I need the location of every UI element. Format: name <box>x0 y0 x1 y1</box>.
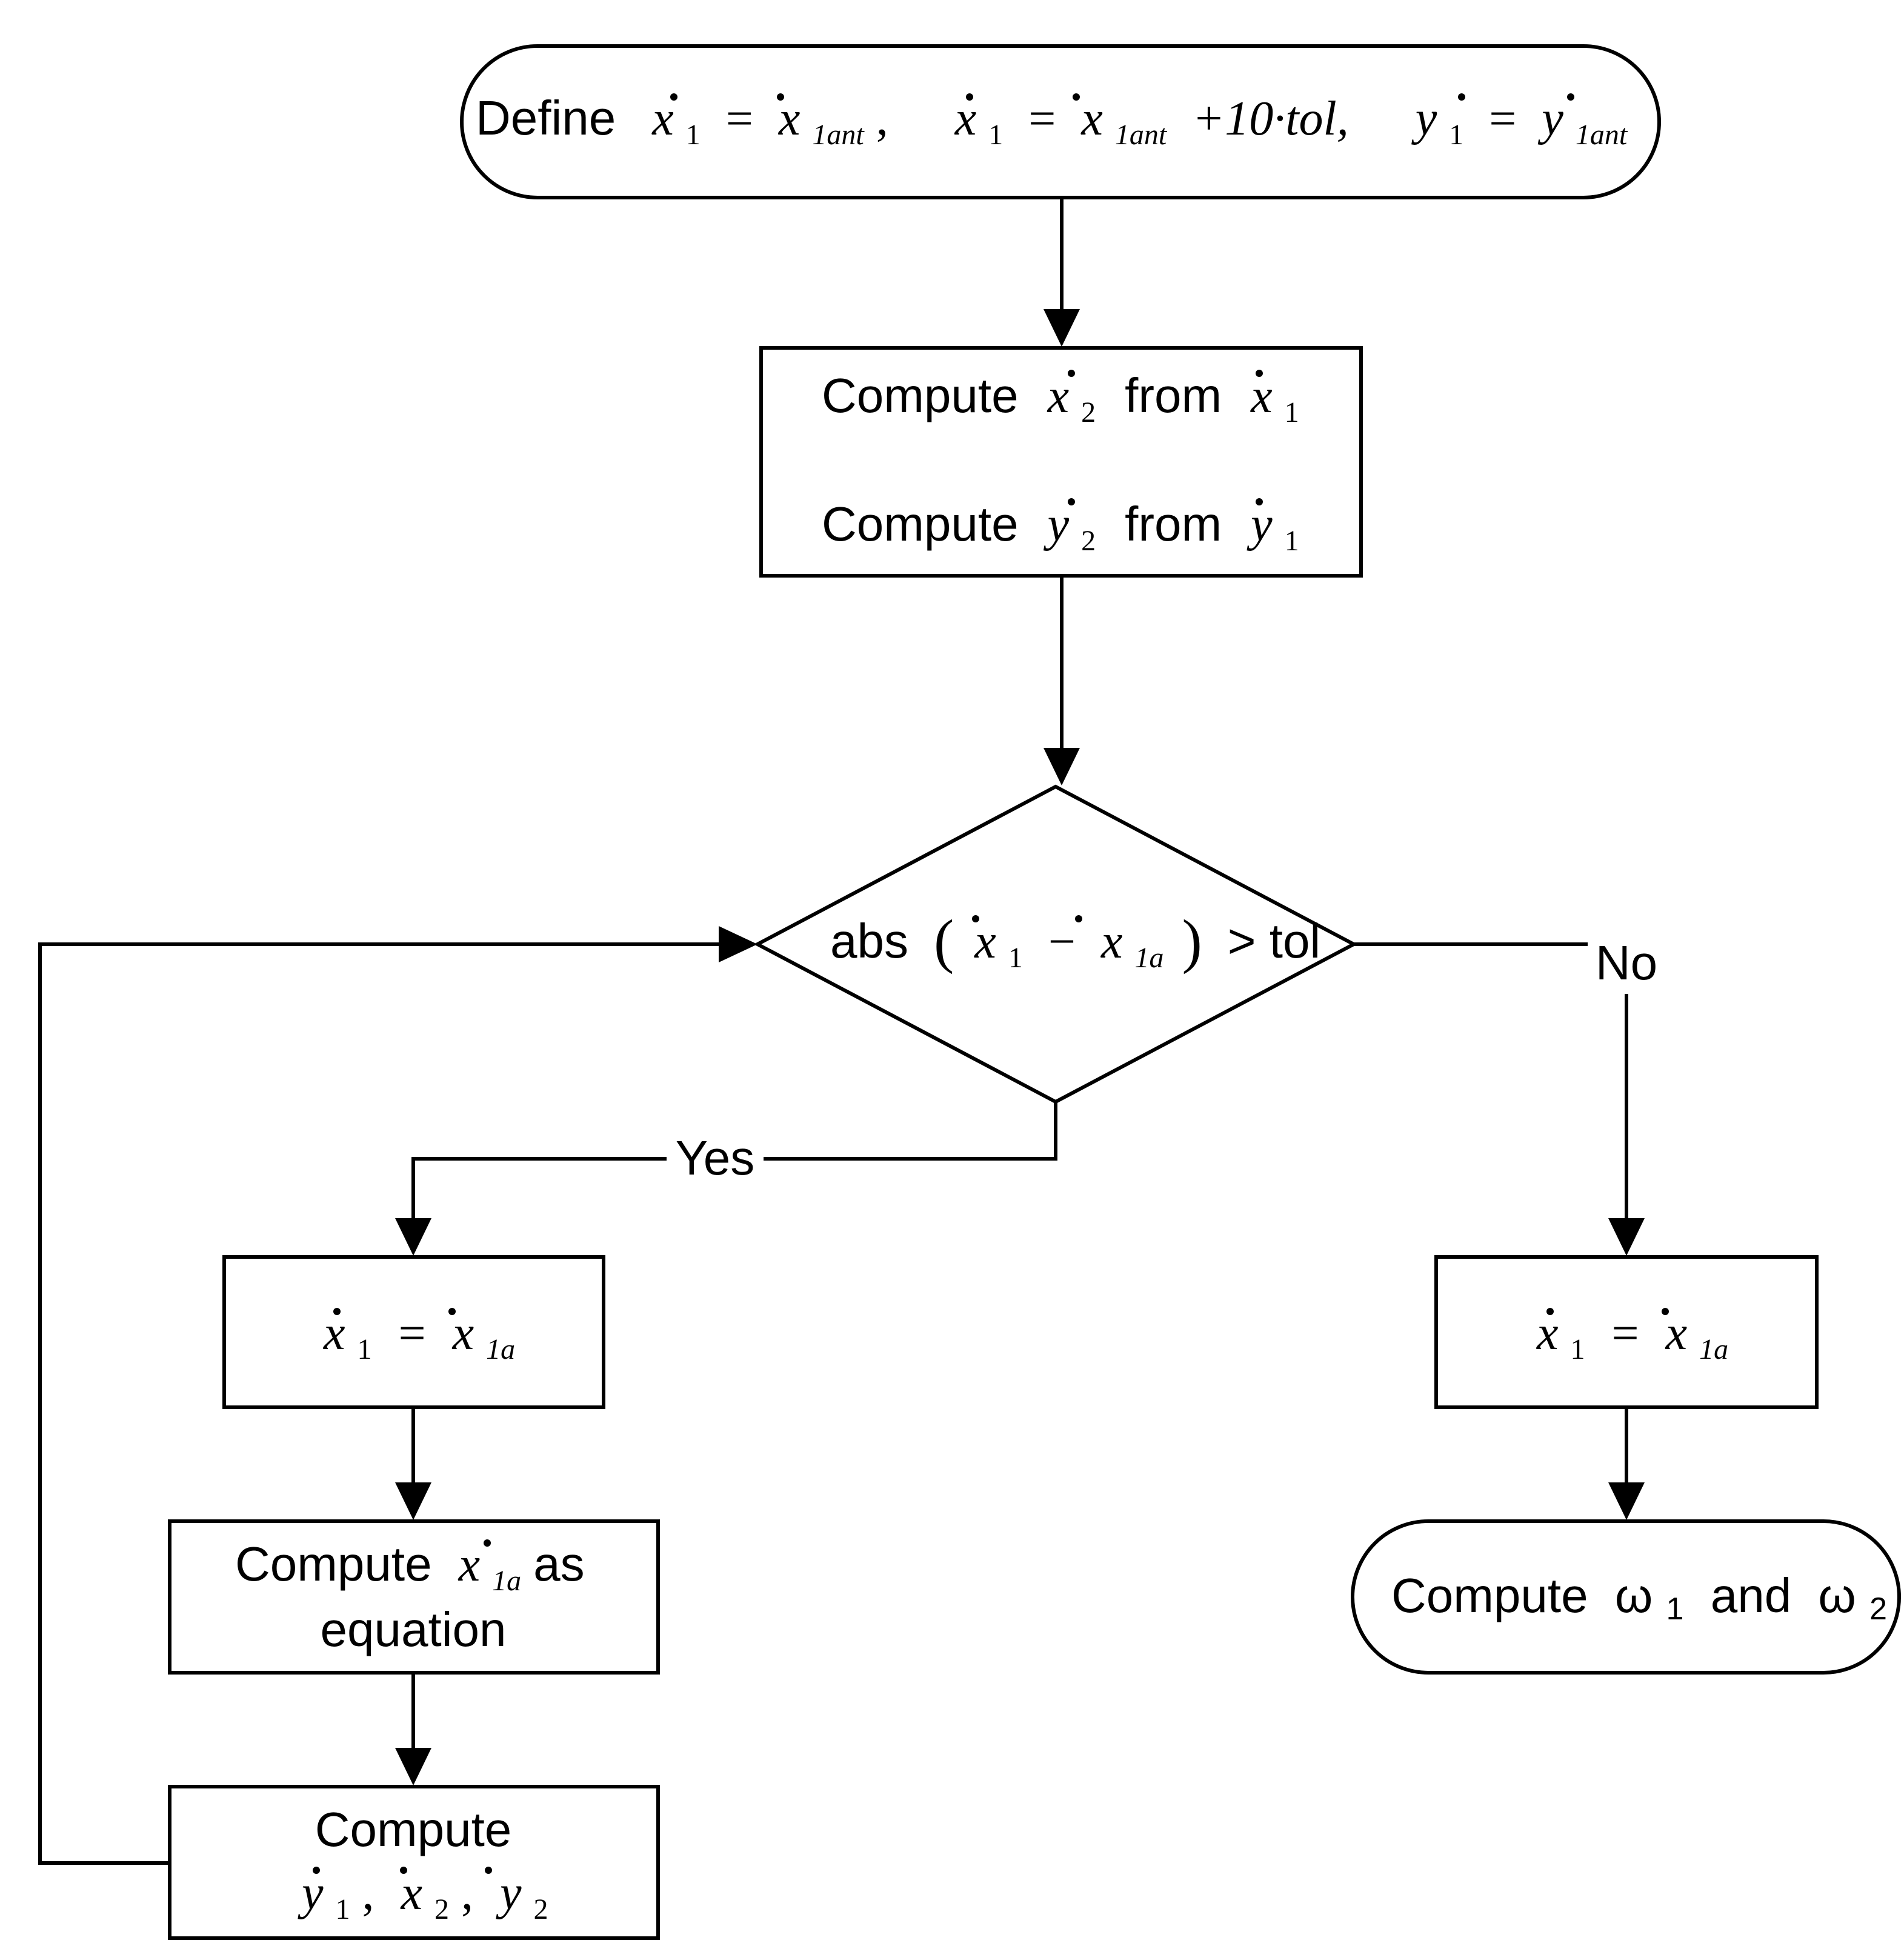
process-left-assign <box>222 1255 605 1409</box>
compute-three-line1: Compute <box>315 1802 512 1856</box>
start-eq2-rhs: x <box>1080 92 1103 145</box>
compute-eq-line1: Compute x 1a as <box>235 1537 585 1601</box>
end-terminator <box>1351 1519 1901 1675</box>
start-eq3-lhs: y <box>1411 92 1437 145</box>
arrowhead <box>719 926 757 962</box>
right-assign-label: x 1 = x 1a <box>1536 1307 1728 1370</box>
compute-eq-dots <box>484 1539 491 1547</box>
arrowhead <box>395 1482 431 1520</box>
end-label: Compute ω 1 and ω 2 <box>1391 1568 1887 1630</box>
arrowhead <box>1608 1482 1645 1520</box>
compute-line2: Compute y 2 from y 1 <box>822 497 1299 561</box>
decision-label: abs ( x 1 − x 1a ) > tol <box>830 907 1320 978</box>
no-label: No <box>1596 936 1657 990</box>
start-eq2-rhs-sub: 1ant <box>1115 119 1168 151</box>
yes-label-bg <box>667 1128 764 1189</box>
process-compute-x2-y2 <box>759 346 1363 578</box>
arrowhead <box>1608 1218 1645 1256</box>
start-eq3-lhs-sub: 1 <box>1449 119 1463 151</box>
process-right-assign <box>1434 1255 1819 1409</box>
start-eq3-rhs-sub: 1ant <box>1576 119 1628 151</box>
start-eq2-lhs: x <box>954 92 977 145</box>
start-prefix: Define <box>476 91 616 145</box>
compute-dots <box>1068 370 1263 505</box>
start-dots <box>670 93 1574 101</box>
process-compute-x1a <box>168 1519 660 1675</box>
yes-label: Yes <box>676 1131 755 1185</box>
arrowhead <box>395 1748 431 1785</box>
start-eq1-lhs-sub: 1 <box>686 119 701 151</box>
compute-three-dots <box>313 1867 492 1874</box>
start-eq3-rhs: y <box>1537 92 1563 145</box>
left-assign-dots <box>333 1308 456 1315</box>
start-eq1-rhs-sub: 1ant <box>812 119 865 151</box>
process-compute-y1-x2-y2 <box>168 1785 660 1940</box>
compute-three-line2: y 1 , x 2 , y 2 <box>298 1867 548 1930</box>
no-label-bg <box>1588 927 1666 994</box>
compute-line1: Compute x 2 from x 1 <box>822 368 1299 433</box>
left-assign-label: x 1 = x 1a <box>323 1307 515 1370</box>
arrowhead <box>395 1218 431 1256</box>
arrowhead <box>1044 748 1080 785</box>
decision-dots <box>972 915 1082 922</box>
start-label: Define x 1 = x 1ant , x 1 = x 1ant +10·t… <box>476 91 1628 155</box>
start-eq2-lhs-sub: 1 <box>988 119 1003 151</box>
connector-loop-back <box>38 942 725 1865</box>
arrowhead <box>1044 309 1080 347</box>
connector-no-branch <box>1354 942 1628 1222</box>
compute-eq-line2: equation <box>321 1602 507 1656</box>
start-eq1-rhs: x <box>778 92 801 145</box>
start-eq2-tail: +10·tol, <box>1192 92 1348 145</box>
right-assign-dots <box>1546 1308 1669 1315</box>
start-eq1-lhs: x <box>651 92 674 145</box>
